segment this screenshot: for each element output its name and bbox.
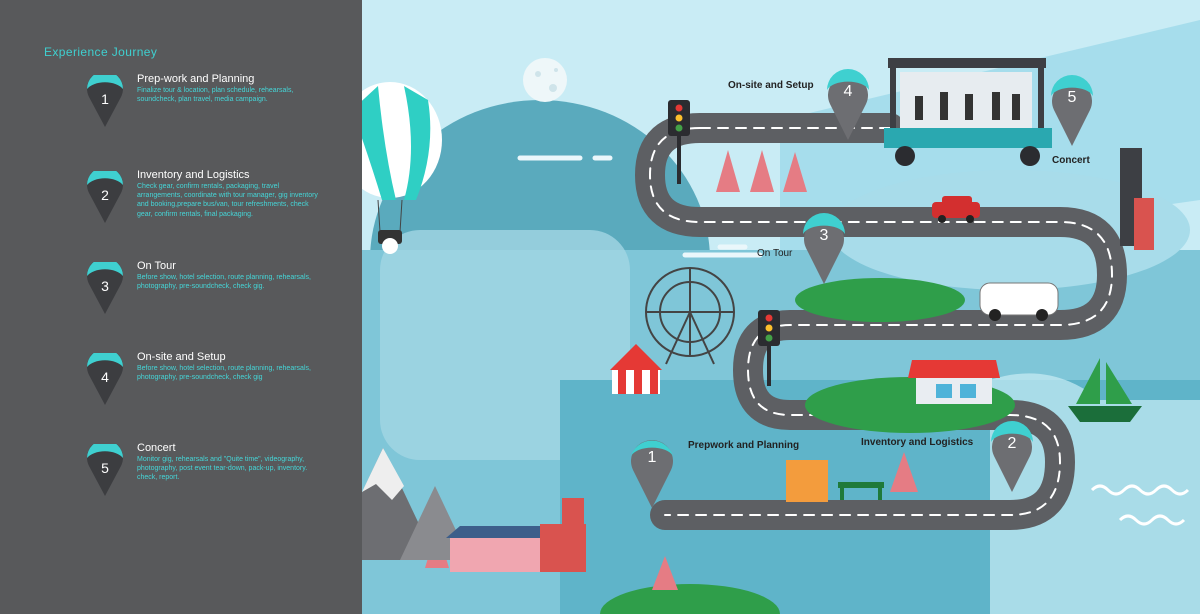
barn-icon: [446, 498, 586, 572]
map-pin-4-icon: 4: [827, 69, 869, 140]
pin-5-icon: 5: [87, 444, 123, 496]
svg-text:3: 3: [101, 278, 109, 294]
circus-tent-icon: [610, 344, 662, 394]
red-car-icon: [932, 196, 980, 223]
svg-text:5: 5: [101, 460, 109, 476]
shop-icon: [908, 360, 1000, 404]
svg-text:4: 4: [101, 369, 109, 385]
pin-4-icon: 4: [87, 353, 123, 405]
pin-2-icon: 2: [87, 171, 123, 223]
map-label-prepwork: Prepwork and Planning: [688, 440, 800, 451]
journey-map: 4 5 3 1 2 On-site and Setup Concert On T…: [362, 0, 1200, 614]
svg-text:3: 3: [820, 227, 829, 244]
bench-icon: [838, 482, 884, 500]
ferris-wheel-icon: [645, 267, 735, 365]
svg-text:2: 2: [1008, 435, 1017, 452]
city-buildings: [1120, 148, 1154, 250]
svg-text:2: 2: [101, 187, 109, 203]
moon-icon: [523, 58, 567, 102]
step-description: Check gear, confirm rentals, packaging, …: [137, 183, 318, 218]
step-title: Inventory and Logistics: [137, 169, 250, 181]
traffic-light-icon: [668, 100, 780, 386]
map-pin-5-icon: 5: [1051, 75, 1093, 146]
map-illustration: 4 5 3 1 2: [362, 0, 1200, 614]
map-pin-1-icon: 1: [631, 440, 673, 508]
map-label-ontour: On Tour: [757, 248, 793, 259]
white-van-icon: [979, 282, 1059, 321]
building-icon: [786, 460, 828, 502]
step-title: On-site and Setup: [137, 351, 226, 363]
map-pin-2-icon: 2: [991, 421, 1033, 492]
map-label-onsite: On-site and Setup: [728, 80, 814, 91]
waves: [1090, 484, 1190, 526]
map-pin-3-icon: 3: [803, 213, 845, 284]
step-title: Concert: [137, 442, 176, 454]
pin-1-icon: 1: [87, 75, 123, 127]
winding-road: [635, 113, 1127, 530]
step-description: Before show, hotel selection, route plan…: [137, 365, 311, 382]
sidebar: Experience Journey 1 Prep-work and Plann…: [0, 0, 362, 614]
step-description: Finalize tour & location, plan schedule,…: [137, 87, 294, 104]
sidebar-title: Experience Journey: [44, 45, 158, 59]
step-title: On Tour: [137, 260, 176, 272]
concert-stage-truck: [884, 58, 1052, 166]
svg-text:4: 4: [844, 83, 853, 100]
svg-text:1: 1: [648, 449, 657, 466]
step-description: Before show, hotel selection, route plan…: [137, 274, 311, 291]
svg-text:1: 1: [101, 91, 109, 107]
step-title: Prep-work and Planning: [137, 73, 255, 85]
map-label-inventory: Inventory and Logistics: [861, 437, 974, 448]
pin-3-icon: 3: [87, 262, 123, 314]
svg-text:5: 5: [1068, 89, 1077, 106]
sailboat-icon: [1068, 358, 1142, 422]
map-label-concert: Concert: [1052, 155, 1090, 166]
step-description: Monitor gig, rehearsals and "Quite time"…: [137, 456, 308, 482]
hot-air-balloon-icon: [362, 82, 442, 254]
